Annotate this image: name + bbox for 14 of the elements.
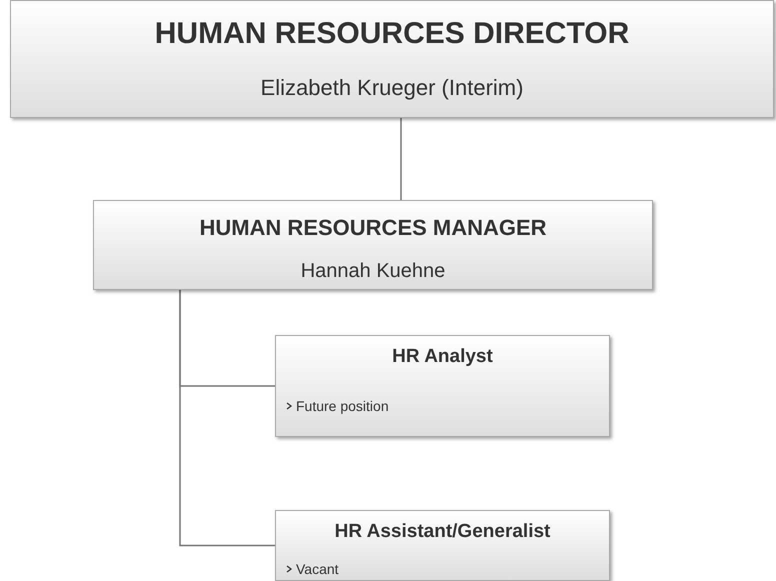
person-name: Elizabeth Krueger (Interim)	[260, 75, 524, 101]
position-box	[10, 0, 774, 118]
connector-line	[400, 118, 402, 200]
position-box	[275, 335, 610, 437]
connector-line	[179, 290, 275, 546]
position-box	[275, 510, 610, 581]
position-title: HUMAN RESOURCES MANAGER	[198, 215, 548, 241]
status-text: Vacant	[296, 561, 339, 577]
position-box	[93, 200, 653, 290]
position-title: HUMAN RESOURCES DIRECTOR	[154, 17, 630, 51]
position-title: HR Analyst	[391, 346, 494, 368]
person-name: Hannah Kuehne	[300, 260, 446, 283]
status-text: Future position	[296, 398, 389, 414]
position-title: HR Assistant/Generalist	[334, 521, 552, 543]
